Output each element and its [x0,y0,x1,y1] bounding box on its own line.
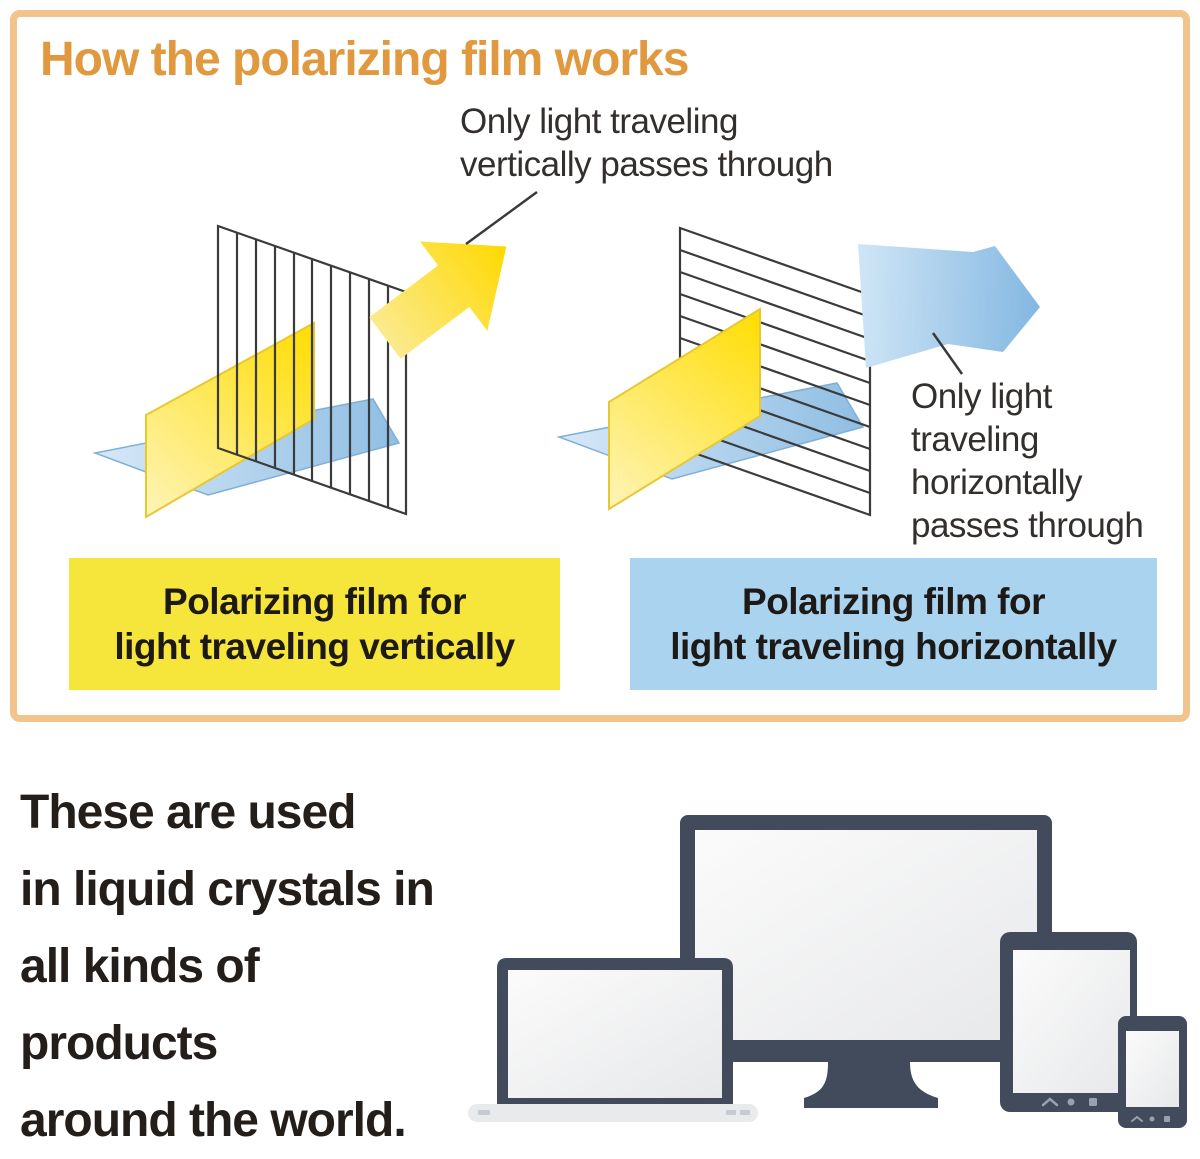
devices-illustration [468,815,1187,1128]
vertical-grid-filter [216,224,408,516]
polarizer-diagrams [92,190,1040,519]
horizontal-polarizer-diagram [556,226,1040,517]
label-line: light traveling vertically [114,626,515,667]
usage-line: products [20,1017,218,1070]
annotation-line: Only light traveling [460,102,738,141]
annotation-horizontal: Only light traveling horizontally passes… [911,375,1144,547]
annotation-vertical: Only light traveling vertically passes t… [460,100,833,186]
label-line: light traveling horizontally [670,626,1117,667]
label-line: Polarizing film for [163,581,466,622]
page-title: How the polarizing film works [40,33,689,86]
yellow-light-film [145,321,315,519]
desktop-monitor-icon [680,815,1052,1108]
annotation-line: vertically passes through [460,145,833,184]
yellow-light-film [608,307,761,511]
label-horizontal-film: Polarizing film for light traveling hori… [630,558,1157,690]
polarizing-film-infographic: How the polarizing film works [10,10,1190,1147]
monitor-stand [804,1062,938,1108]
usage-text: These are used in liquid crystals in all… [20,774,435,1159]
smartphone-icon [1118,1016,1187,1128]
leader-line-horizontal [931,332,964,375]
annotation-line: passes through [911,506,1144,545]
yellow-light-arrow [369,241,507,359]
usage-line: in liquid crystals in [20,863,435,916]
laptop-icon [468,958,758,1122]
annotation-line: horizontally [911,463,1083,502]
usage-line: all kinds of [20,940,260,993]
leader-line-vertical [465,190,538,246]
annotation-line: traveling [911,420,1039,459]
vertical-polarizer-diagram [92,190,538,519]
label-line: Polarizing film for [742,581,1045,622]
tablet-icon [1000,932,1137,1112]
blue-light-arrow [858,244,1040,368]
annotation-line: Only light [911,377,1052,416]
label-vertical-film: Polarizing film for light traveling vert… [69,558,560,690]
usage-line: around the world. [20,1094,407,1147]
usage-line: These are used [20,786,356,839]
